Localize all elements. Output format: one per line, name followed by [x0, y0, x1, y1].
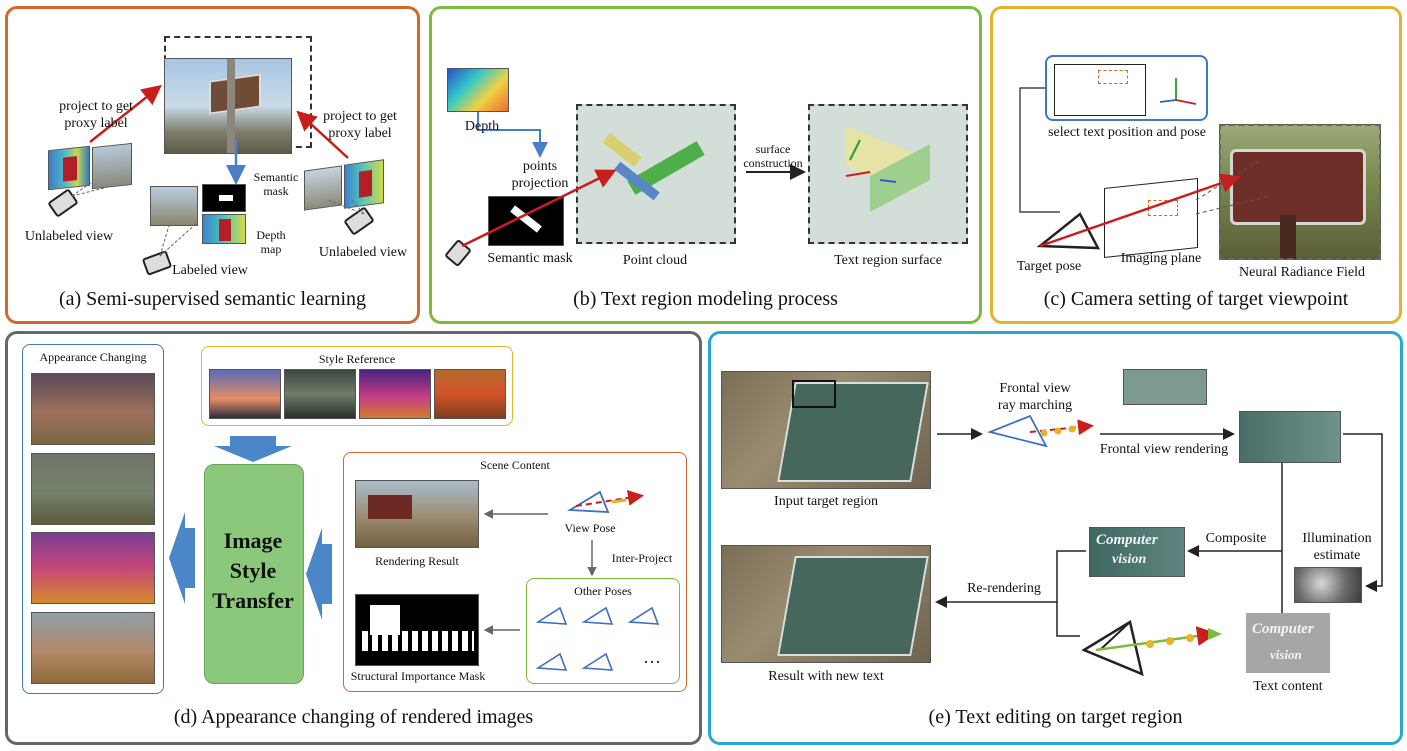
text-content-computer: Computer — [1252, 621, 1314, 637]
composite-photo: Computer vision — [1089, 527, 1185, 577]
label-view-pose: View Pose — [564, 521, 616, 535]
style-ref-2 — [284, 369, 356, 419]
semantic-mask-photo — [488, 196, 564, 246]
mask-white-region — [219, 195, 233, 201]
appearance-result-2 — [31, 453, 155, 525]
label-labeled-view: Labeled view — [172, 263, 248, 278]
label-semantic-mask-b: Semantic mask — [487, 251, 573, 266]
nerf-sign-post — [1280, 215, 1296, 259]
nerf-sign-photo — [1219, 124, 1381, 260]
label-appearance-changing: Appearance Changing — [39, 350, 147, 364]
select-text-box — [1045, 55, 1208, 121]
label-depth-map: Depth map — [256, 228, 286, 256]
caption-b: (b) Text region modeling process — [573, 288, 838, 310]
label-composite: Composite — [1205, 531, 1267, 546]
semantic-mask-image — [202, 184, 246, 212]
style-ref-4 — [434, 369, 506, 419]
label-structural-mask: Structural Importance Mask — [350, 669, 486, 683]
label-ellipsis: ··· — [643, 652, 661, 672]
label-semantic-mask: Semantic mask — [253, 170, 299, 198]
panel-e — [708, 331, 1403, 745]
rendering-sign — [368, 495, 412, 519]
input-target-photo — [721, 371, 931, 489]
style-transfer-block — [204, 464, 304, 684]
label-imaging-plane: Imaging plane — [1120, 251, 1202, 266]
depth-map-image — [202, 214, 246, 244]
caption-e: (e) Text editing on target region — [928, 706, 1183, 728]
label-frontal-rendering: Frontal view rendering — [1099, 442, 1229, 457]
text-content-vision: vision — [1270, 647, 1302, 662]
appearance-result-1 — [31, 373, 155, 445]
frontal-rendering-photo — [1239, 411, 1341, 463]
panel-b — [429, 6, 982, 324]
caption-a: (a) Semi-supervised semantic learning — [58, 288, 367, 310]
label-scene-content: Scene Content — [480, 458, 550, 472]
nerf-sign-board — [1230, 149, 1366, 225]
input-sign-select — [792, 380, 836, 408]
label-text-content: Text content — [1253, 679, 1323, 694]
label-proxy-left: project to get proxy label — [59, 99, 133, 131]
style-ref-1 — [209, 369, 281, 419]
other-poses-box — [526, 578, 680, 684]
label-depth: Depth — [464, 119, 500, 134]
label-target-pose: Target pose — [1016, 259, 1082, 274]
composite-text-computer: Computer — [1096, 532, 1158, 548]
appearance-changing-box — [22, 344, 164, 694]
composite-text-vision: vision — [1112, 552, 1147, 567]
appearance-result-4 — [31, 612, 155, 684]
text-content-photo: Computer vision — [1246, 613, 1330, 673]
depth-image — [447, 68, 509, 112]
label-rendering-result: Rendering Result — [375, 554, 459, 568]
sign-pole — [227, 59, 235, 153]
label-inter-project: Inter-Project — [611, 551, 673, 565]
caption-c: (c) Camera setting of target viewpoint — [1043, 288, 1349, 310]
select-text-screen — [1054, 64, 1146, 116]
mask-white-sign — [370, 605, 400, 635]
panel-c — [990, 6, 1402, 324]
label-re-rendering: Re-rendering — [967, 581, 1041, 596]
rendering-result-photo — [355, 480, 479, 548]
frontal-view-crop — [1123, 369, 1207, 405]
label-style-transfer: Image Style Transfer — [212, 528, 294, 613]
label-proxy-right: project to get proxy label — [323, 109, 397, 141]
panel-a — [5, 6, 420, 324]
label-text-region-surface: Text region surface — [834, 253, 942, 268]
label-surface-construction: surface construction — [743, 142, 803, 170]
depth-red-block — [219, 219, 231, 241]
label-unlabeled-right: Unlabeled view — [318, 245, 408, 260]
label-points-projection: points projection — [511, 159, 569, 191]
style-ref-3 — [359, 369, 431, 419]
label-result-new-text: Result with new text — [768, 669, 884, 684]
labeled-view-photo — [150, 186, 198, 226]
label-select-text: select text position and pose — [1048, 125, 1206, 140]
structural-mask-photo — [355, 594, 479, 666]
caption-d: (d) Appearance changing of rendered imag… — [173, 706, 534, 728]
main-scene-photo — [164, 58, 292, 154]
label-nerf: Neural Radiance Field — [1239, 265, 1365, 280]
label-unlabeled-left: Unlabeled view — [24, 229, 114, 244]
scene-content-box — [343, 452, 687, 692]
select-text-rect — [1098, 70, 1128, 84]
appearance-result-3 — [31, 532, 155, 604]
mask-white-fence — [362, 631, 474, 651]
label-style-reference: Style Reference — [318, 352, 396, 366]
label-illumination: Illumination estimate — [1302, 531, 1372, 563]
label-frontal-marching: Frontal view ray marching — [997, 381, 1073, 413]
label-input-target: Input target region — [774, 494, 878, 509]
result-new-text-photo — [721, 545, 931, 663]
illumination-photo — [1294, 567, 1362, 603]
panel-d — [5, 331, 702, 745]
label-other-poses: Other Poses — [574, 584, 632, 598]
style-reference-box — [201, 346, 513, 426]
label-point-cloud: Point cloud — [622, 253, 688, 268]
